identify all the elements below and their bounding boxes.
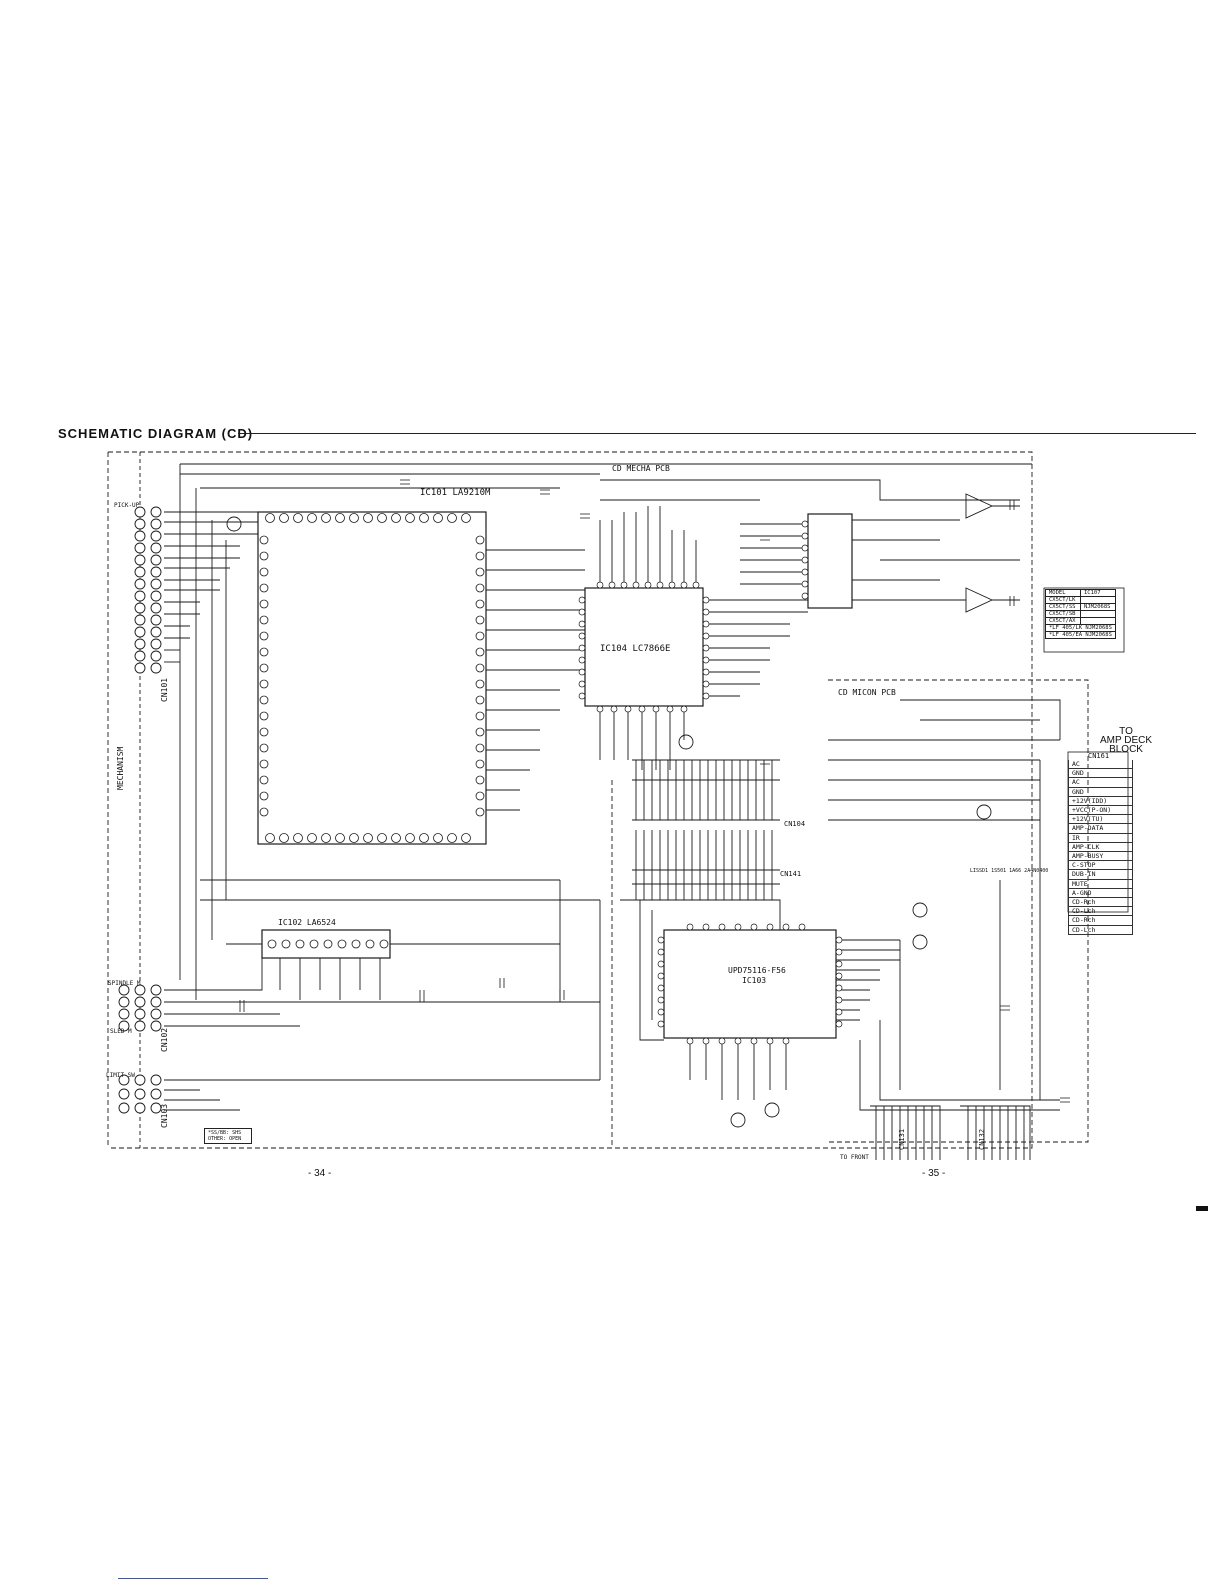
ic101-label: IC101 LA9210M [420, 488, 491, 498]
open-note: *SS/BB: SHS OTHER: OPEN [204, 1128, 252, 1144]
ic102-label: IC102 LA6524 [278, 918, 336, 927]
list-item: CD-Rch [1068, 916, 1133, 926]
ic102-pins [267, 939, 389, 949]
limit-sw-label: LIMIT SW [106, 1072, 135, 1079]
list-item: AMP-DATA [1068, 824, 1133, 834]
list-item: +12V(IDD) [1068, 796, 1133, 807]
ic103-pins [657, 923, 843, 1045]
page-title: SCHEMATIC DIAGRAM (CD) [58, 426, 254, 441]
list-item: C-STOP [1068, 861, 1133, 871]
cn161-pin-list: AC GND AC GND +12V(IDD) +VCC(P-ON) +12V(… [1068, 760, 1133, 935]
list-item: +12V(TU) [1068, 815, 1133, 825]
cn101-pins [134, 506, 162, 674]
ic103-body [663, 929, 837, 1039]
cn102-label: CN102 [160, 1027, 169, 1052]
list-item: CD-Lch [1068, 907, 1133, 917]
ic-dac-body [807, 513, 853, 609]
link-underline [118, 1578, 268, 1579]
list-item: AC [1068, 778, 1133, 788]
edge-mark [1196, 1206, 1208, 1211]
cn104-label: CN104 [784, 820, 806, 828]
list-item: AMP-CLK [1068, 842, 1133, 853]
list-item: GND [1068, 787, 1133, 797]
list-item: CD-Lch [1068, 925, 1133, 935]
ic104-label: IC104 LC7866E [600, 644, 671, 654]
ic101-body [257, 511, 487, 845]
ic103-label: IC103 [742, 976, 767, 985]
cn161-label: CN161 [1088, 752, 1110, 760]
page-number-left: - 34 - [308, 1168, 332, 1179]
cn131-label: CN131 [898, 1128, 906, 1150]
mechanism-label: MECHANISM [116, 746, 125, 790]
spindle-label: SPINDLE M [108, 980, 141, 987]
title-rule [238, 433, 1196, 434]
list-item: A-GND [1068, 888, 1133, 899]
micon-board-outline [828, 679, 1089, 1143]
to-amp-deck-label: TO AMP DECK BLOCK [1100, 726, 1153, 755]
cn103-label: CN103 [160, 1103, 169, 1128]
cn101-label: CN101 [160, 677, 169, 702]
list-item: AMP-BUSY [1068, 852, 1133, 862]
cn102-pins [118, 984, 162, 1032]
mecha-board-label: CD MECHA PCB [612, 464, 670, 473]
list-item: +VCC(P-ON) [1068, 806, 1133, 816]
list-item: GND [1068, 769, 1133, 779]
cn103-pins [118, 1074, 162, 1114]
list-item: AC [1068, 760, 1133, 770]
cn141-label: CN141 [780, 870, 802, 878]
micon-board-label: CD MICON PCB [838, 688, 896, 697]
list-item: MUTE [1068, 879, 1133, 889]
lissd-note: LISSD1 1S501 1A66 2A4N0400 [970, 868, 1049, 874]
ic101-pins [259, 513, 485, 843]
to-front-label: TO FRONT [840, 1154, 869, 1161]
ic103-part-label: UPD75116-F56 [728, 966, 786, 975]
sled-label: SLED M [110, 1028, 132, 1035]
page-number-right: - 35 - [922, 1168, 946, 1179]
cn132-label: CN132 [978, 1128, 986, 1150]
list-item: DUB-IN [1068, 870, 1133, 880]
list-item: CD-Rch [1068, 898, 1133, 908]
ic104-pins [578, 581, 710, 713]
pickup-label: PICK-UP [114, 502, 140, 509]
list-item: IR [1068, 833, 1133, 843]
